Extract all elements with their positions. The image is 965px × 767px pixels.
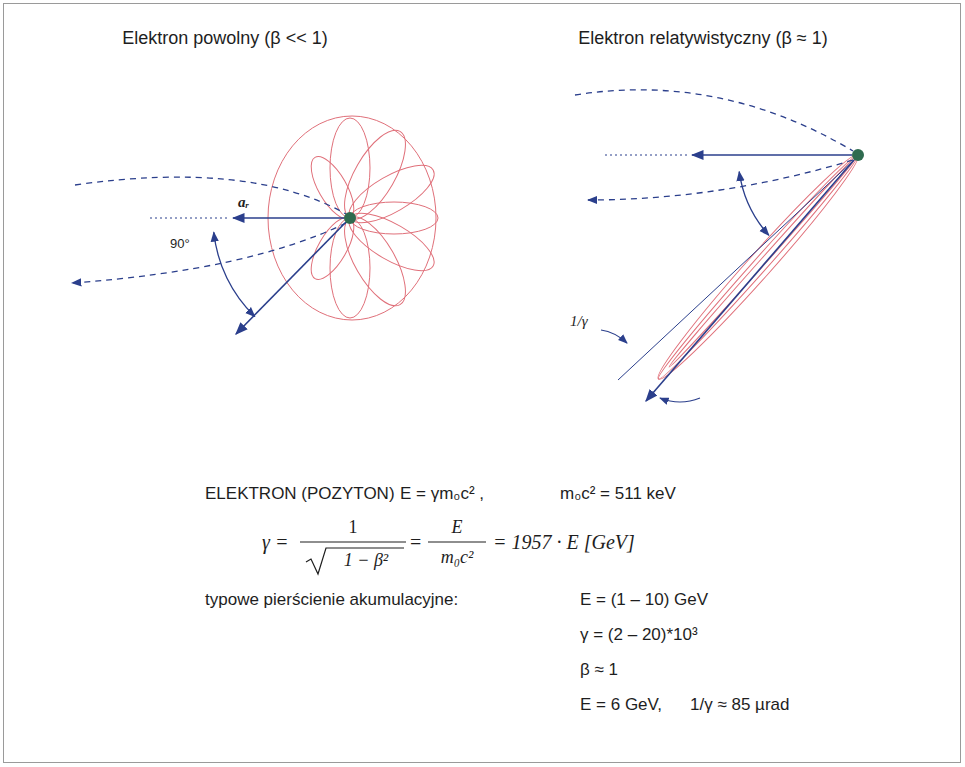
formula-text: ELEKTRON (POZYTON) — [205, 484, 395, 504]
orbit — [588, 160, 853, 200]
parameter-text: γ = (2 – 20)*10³ — [580, 625, 698, 645]
formula-text: E — [452, 517, 463, 539]
panel-heading: Elektron relatywistyczny (β ≈ 1) — [578, 28, 827, 50]
angle-label: 1/γ — [570, 312, 588, 330]
velocity-arrow — [646, 160, 854, 401]
formula-text: m₀c² — [441, 547, 474, 569]
radiation-lobe — [350, 202, 438, 234]
cone-edge — [618, 160, 854, 380]
radiation-lobe — [303, 150, 362, 225]
orbit — [72, 223, 346, 283]
parameter-text: E = (1 – 10) GeV — [580, 590, 708, 610]
angle-label: 90° — [170, 236, 190, 252]
velocity-arrow — [236, 222, 346, 334]
parameter-text: β ≈ 1 — [580, 660, 618, 680]
panel-heading: Elektron powolny (β << 1) — [122, 28, 327, 50]
note-text: typowe pierścienie akumulacyjne: — [205, 590, 458, 610]
parameter-text: 1/γ ≈ 85 µrad — [690, 695, 789, 715]
electron-dot — [852, 149, 864, 161]
guide-line — [150, 218, 228, 219]
angle-mark — [660, 398, 700, 402]
frame — [4, 4, 961, 763]
acceleration-arrow — [692, 154, 852, 156]
formula-text: 1 − β² — [344, 550, 389, 572]
vector-label: aᵣ — [238, 193, 249, 211]
radiation-lobe — [333, 121, 418, 228]
formula-text: = — [410, 530, 421, 554]
formula-text: m₀c² = 511 keV — [560, 484, 676, 504]
radiation-lobe — [303, 211, 362, 286]
guide-line — [605, 155, 688, 156]
parameter-text: E = 6 GeV, — [580, 695, 662, 715]
fraction-bar — [300, 541, 406, 542]
formula-text: E = γm₀c² , — [400, 484, 484, 504]
angle-arc — [214, 232, 255, 316]
acceleration-arrow — [233, 217, 344, 219]
angle-mark — [601, 330, 627, 343]
formula-text: γ = — [262, 530, 288, 554]
fraction-bar — [428, 541, 486, 542]
angle-arc — [739, 172, 769, 236]
formula-text: 1 — [349, 517, 358, 539]
radiation-lobe — [341, 202, 442, 281]
formula-text: = 1957 · E [GeV] — [493, 530, 635, 554]
orbit — [75, 177, 346, 214]
electron-dot — [344, 212, 356, 224]
radical-sign — [306, 548, 404, 574]
orbit — [575, 90, 853, 151]
